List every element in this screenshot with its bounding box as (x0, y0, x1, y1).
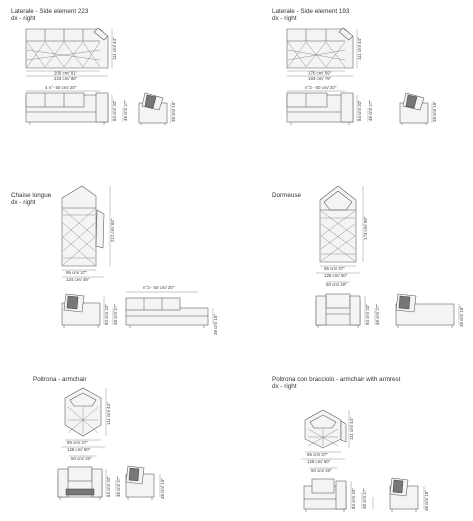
panel-title: Poltrona con bracciolo - armchair with a… (272, 376, 401, 383)
front-view: 83 cm/ 33" 48 cm/ 27" (315, 293, 380, 328)
front-view: n°3 - 50 cm/ 20" 38 cm/ 15" (125, 285, 218, 335)
dim-height-seat: 48 cm/ 27" (113, 304, 118, 325)
dim-height-seat: 48 cm/ 27" (123, 100, 128, 121)
top-view: 174 cm/ 68" 95 cm/ 37" 128 cm/ 50" 50 cm… (316, 185, 368, 287)
panel-title: Poltrona - armchair (33, 376, 87, 383)
panel-title: Chaise longue (11, 192, 52, 199)
top-view: 111 cm/ 44" 176 cm/ 69" 193 cm/ 76" (286, 27, 362, 81)
side-view: 38 cm/ 15" (125, 465, 165, 500)
panel-title: Laterale - Side element 223 (11, 8, 89, 15)
front-view: n°3 - 50 cm/ 20" 83 cm/ 33" 48 cm/ 27" (286, 85, 373, 125)
panel-subtitle: dx - right (272, 15, 297, 22)
front-view: 4 n°- 50 cm/ 20" 83 cm/ 33" 48 cm/ 27" (25, 85, 128, 125)
dim-height-arm: 38 cm/ 15" (171, 101, 176, 122)
dim-seat: n°3 - 50 cm/ 20" (305, 85, 337, 90)
dim-width-inner: 95 cm/ 37" (307, 452, 328, 457)
dim-depth: 111 cm/ 44" (106, 402, 111, 425)
top-view: 111 cm/ 44" 95 cm/ 37" 128 cm/ 50" 50 cm… (301, 409, 354, 473)
top-view: 212 cm/ 83" 95 cm/ 37" 124 cm/ 49" (61, 185, 115, 282)
panel-subtitle: dx - right (272, 383, 297, 390)
dim-seat: 50 cm/ 20" (71, 456, 92, 461)
dim-height-arm: 38 cm/ 15" (459, 306, 464, 327)
side-view: 38 cm/ 15" (138, 92, 176, 125)
dim-depth: 111 cm/ 44" (357, 37, 362, 60)
panel-subtitle: dx - right (11, 15, 36, 22)
dim-seat: 50 cm/ 20" (326, 282, 347, 287)
panel-title: Laterale - Side element 193 (272, 8, 350, 15)
dim-height-arm: 38 cm/ 15" (432, 101, 437, 122)
dim-width-inner: 176 cm/ 69" (308, 71, 332, 76)
dim-height-seat: 48 cm/ 27" (368, 100, 373, 121)
dim-width-inner: 206 cm/ 81" (54, 71, 78, 76)
side-view: 38 cm/ 15" (395, 293, 464, 328)
dim-height-arm: 38 cm/ 15" (424, 490, 429, 511)
dim-width-total: 128 cm/ 50" (67, 447, 91, 452)
dim-width-inner: 95 cm/ 37" (66, 270, 87, 275)
panel-title: Dormeuse (272, 192, 302, 199)
top-view: 111 cm/ 44" 95 cm/ 37" 128 cm/ 50" 50 cm… (61, 387, 111, 461)
dim-height-total: 83 cm/ 33" (104, 304, 109, 325)
dim-seat: 4 n°- 50 cm/ 20" (45, 85, 77, 90)
dim-height-arm: 38 cm/ 15" (213, 314, 218, 335)
dim-width-total: 128 cm/ 50" (324, 273, 348, 278)
dim-seat: n°3 - 50 cm/ 20" (143, 285, 175, 290)
dim-height-total: 83 cm/ 33" (357, 100, 362, 121)
dim-width-total: 223 cm/ 88" (54, 76, 78, 81)
dim-height-seat: 48 cm/ 27" (116, 476, 121, 497)
top-view: 111 cm/ 44" 206 cm/ 81" 223 cm/ 88" (25, 27, 117, 81)
dim-height-total: 83 cm/ 33" (112, 100, 117, 121)
dim-height-arm: 38 cm/ 15" (160, 478, 165, 499)
front-view: 83 cm/ 33" 48 cm/ 27" (303, 478, 374, 512)
dim-depth: 212 cm/ 83" (110, 218, 115, 242)
panel-subtitle: dx - right (11, 199, 36, 206)
side-view: 38 cm/ 15" (389, 477, 429, 512)
dim-width-inner: 95 cm/ 37" (67, 440, 88, 445)
dim-depth: 174 cm/ 68" (363, 216, 368, 240)
front-view: 83 cm/ 33" 48 cm/ 27" (57, 466, 121, 500)
dim-height-total: 83 cm/ 33" (106, 476, 111, 497)
dim-width-inner: 95 cm/ 37" (324, 266, 345, 271)
dim-width-total: 193 cm/ 76" (308, 76, 332, 81)
dim-width-total: 124 cm/ 49" (66, 277, 90, 282)
dim-depth: 111 cm/ 44" (349, 417, 354, 440)
dim-width-total: 128 cm/ 50" (307, 459, 331, 464)
dim-height-total: 83 cm/ 33" (351, 488, 356, 509)
dim-seat: 50 cm/ 20" (311, 468, 332, 473)
dim-height-total: 83 cm/ 33" (365, 304, 370, 325)
dim-depth: 111 cm/ 44" (112, 37, 117, 60)
dim-height-seat: 48 cm/ 27" (375, 304, 380, 325)
dim-height-seat: 48 cm/ 27" (362, 488, 367, 509)
side-view: 83 cm/ 33" 48 cm/ 27" (61, 293, 118, 328)
side-view: 38 cm/ 15" (399, 92, 437, 125)
